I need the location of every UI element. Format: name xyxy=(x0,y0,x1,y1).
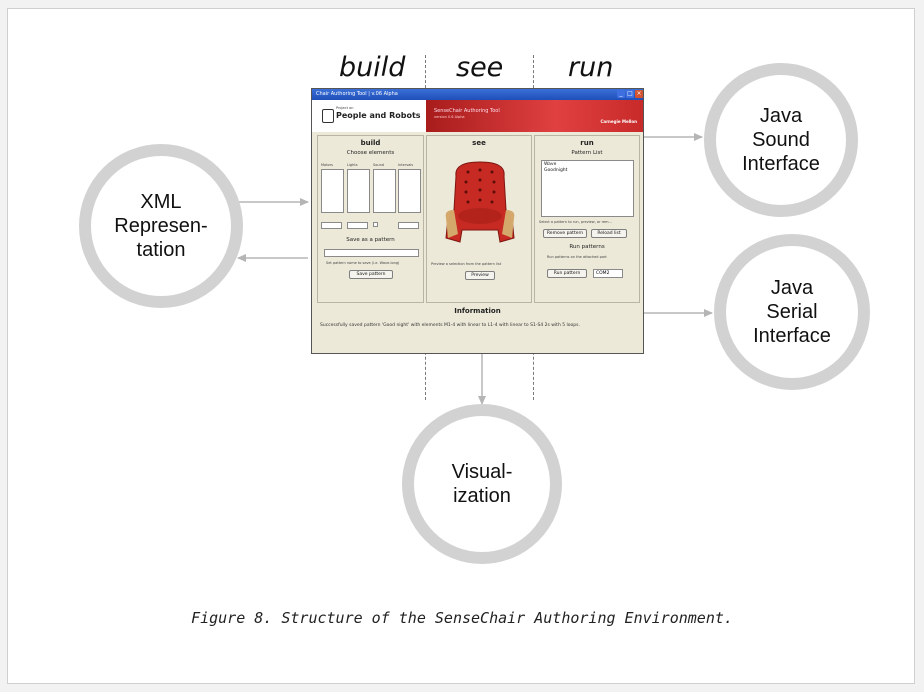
maximize-button[interactable]: □ xyxy=(626,90,634,98)
build-pane-title: build xyxy=(360,139,381,147)
intervals-heading: Intervals xyxy=(398,163,414,167)
reload-list-button[interactable]: Reload list xyxy=(591,229,627,238)
pattern-item-goodnight[interactable]: Goodnight xyxy=(544,168,568,173)
see-pane: see Preview a selection from the pattern… xyxy=(426,135,532,303)
java-serial-interface-node: Java Serial Interface xyxy=(714,234,870,390)
build-pane: build Choose elements Motors Lights Soun… xyxy=(317,135,424,303)
motor-intensity-select[interactable] xyxy=(321,222,342,229)
logo-text: People and Robots xyxy=(336,111,421,120)
run-hint: Run patterns on the attached port xyxy=(547,255,607,259)
remove-pattern-button[interactable]: Remove pattern xyxy=(543,229,587,238)
close-icon[interactable]: × xyxy=(635,90,643,98)
java-sound-interface-node: Java Sound Interface xyxy=(704,63,858,217)
loops-field[interactable] xyxy=(398,222,419,229)
logo-small-text: Project on xyxy=(336,106,354,110)
run-pane: run Pattern List Wave Goodnight Select a… xyxy=(534,135,640,303)
minimize-button[interactable]: _ xyxy=(617,90,625,98)
sound-heading: Sound xyxy=(373,163,385,167)
save-title: Save as a pattern xyxy=(346,237,395,243)
see-pane-title: see xyxy=(472,139,486,147)
information-title: Information xyxy=(454,307,501,315)
xml-representation-label: XML Represen- tation xyxy=(114,191,208,261)
banner-title: SenseChair Authoring Tool xyxy=(434,108,500,114)
brand-text: Carnegie Mellon xyxy=(600,119,637,124)
lights-list[interactable] xyxy=(347,169,370,213)
save-pattern-button[interactable]: Save pattern xyxy=(349,270,393,279)
window-titlebar: Chair Authoring Tool | v.06 Alpha _ □ × xyxy=(312,89,643,100)
authoring-tool-window: Chair Authoring Tool | v.06 Alpha _ □ × … xyxy=(311,88,644,354)
see-hint: Preview a selection from the pattern lis… xyxy=(431,262,502,266)
run-pattern-button[interactable]: Run pattern xyxy=(547,269,587,278)
window-title: Chair Authoring Tool | v.06 Alpha xyxy=(316,91,398,97)
preview-button[interactable]: Preview xyxy=(465,271,495,280)
loop-checkbox[interactable] xyxy=(373,222,378,227)
visualization-node: Visual- ization xyxy=(402,404,562,564)
motors-heading: Motors xyxy=(321,163,333,167)
figure-caption: Figure 8. Structure of the SenseChair Au… xyxy=(191,609,733,627)
intervals-list[interactable] xyxy=(398,169,421,213)
column-build-heading: build xyxy=(339,52,406,83)
build-subtitle: Choose elements xyxy=(346,150,395,156)
banner-red-band: SenseChair Authoring Tool version 0.6 Al… xyxy=(426,100,643,132)
app-banner: Project on People and Robots SenseChair … xyxy=(312,100,643,132)
pattern-list[interactable]: Wave Goodnight xyxy=(541,160,634,217)
column-see-heading: see xyxy=(456,52,504,83)
banner-subtitle: version 0.6 Alpha xyxy=(434,115,465,119)
visualization-label: Visual- ization xyxy=(451,461,513,507)
robot-logo-icon xyxy=(322,109,334,123)
information-text: Successfully saved pattern 'Good night' … xyxy=(320,323,580,328)
pattern-name-input[interactable] xyxy=(324,249,419,257)
column-run-heading: run xyxy=(568,52,614,83)
lights-heading: Lights xyxy=(347,163,358,167)
motors-list[interactable] xyxy=(321,169,344,213)
select-hint: Select a pattern to run, preview, or rem… xyxy=(539,220,612,224)
chair-preview-image xyxy=(445,161,515,243)
sound-list[interactable] xyxy=(373,169,396,213)
java-serial-interface-label: Java Serial Interface xyxy=(753,277,831,347)
port-select[interactable]: COM2 xyxy=(593,269,623,278)
java-sound-interface-label: Java Sound Interface xyxy=(742,105,820,175)
light-intensity-select[interactable] xyxy=(347,222,368,229)
run-patterns-title: Run patterns xyxy=(569,244,605,250)
pattern-list-title: Pattern List xyxy=(571,150,603,156)
save-hint: Set pattern name to save (i.e. Wave-long… xyxy=(326,261,400,265)
pattern-item-wave[interactable]: Wave xyxy=(544,162,557,167)
xml-representation-node: XML Represen- tation xyxy=(79,144,243,308)
run-pane-title: run xyxy=(580,139,594,147)
